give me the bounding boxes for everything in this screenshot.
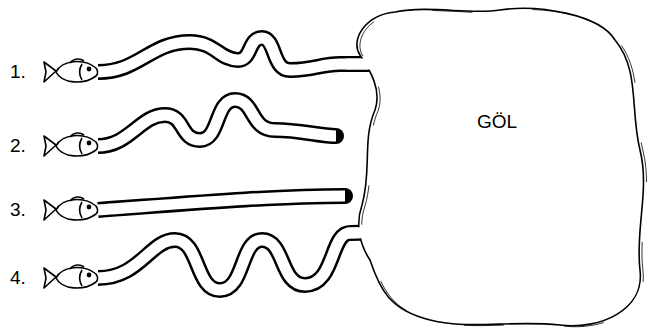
channel-wall — [98, 38, 392, 72]
fish-icon — [44, 133, 98, 156]
channel-wall — [98, 196, 345, 210]
lake-region: GÖL — [340, 0, 652, 336]
callout-number: 4. — [10, 267, 26, 289]
callout-number-holder: 3. — [10, 199, 26, 221]
callout-number: 2. — [10, 135, 26, 157]
fish-icon — [44, 197, 98, 220]
channel-mouth — [347, 232, 390, 233]
lake-shore-shade — [360, 9, 647, 326]
channel-water — [97, 100, 336, 146]
callout-number-holder: 2. — [10, 135, 26, 157]
channel-water — [97, 232, 392, 290]
fish-icon — [44, 265, 98, 288]
lake-name: GÖL — [477, 111, 519, 133]
channel-water — [97, 196, 345, 210]
callout-number: 1. — [10, 61, 26, 83]
channel-water — [97, 38, 392, 72]
callout-number: 3. — [10, 199, 26, 221]
lake-outline — [340, 0, 652, 336]
callout-number-holder: 1. — [10, 61, 26, 83]
channel-wall — [98, 100, 336, 146]
callout-number-holder: 4. — [10, 267, 26, 289]
channel-mouth — [346, 59, 390, 70]
fish-icon — [44, 59, 98, 82]
channel-wall — [98, 232, 392, 290]
lake-shore — [357, 8, 644, 325]
